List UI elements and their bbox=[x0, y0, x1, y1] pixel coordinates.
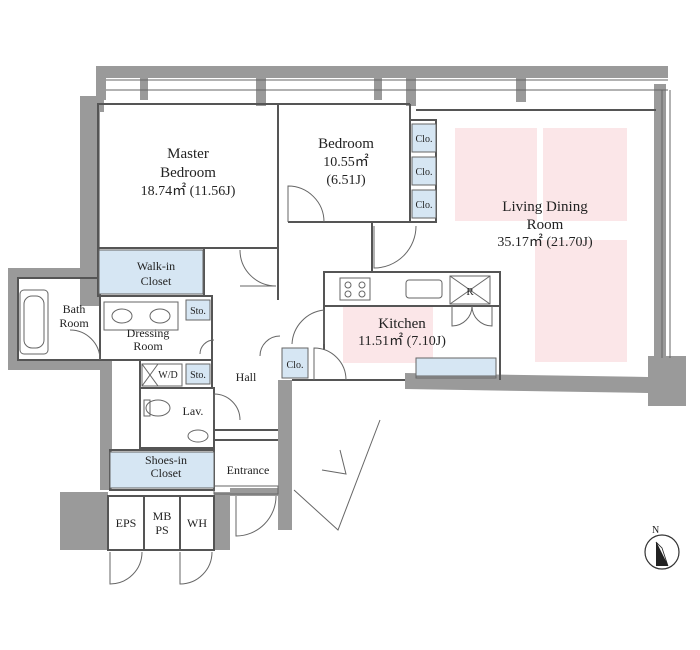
clo-label-4: Clo. bbox=[287, 360, 304, 371]
clo-label-2: Clo. bbox=[416, 167, 433, 178]
hall-label: Hall bbox=[236, 370, 257, 384]
living-name-2: Room bbox=[527, 217, 564, 233]
doors bbox=[69, 185, 493, 585]
dressing-label-2: Room bbox=[133, 339, 163, 353]
bedroom-name: Bedroom bbox=[318, 136, 374, 152]
kitchen-name: Kitchen bbox=[378, 316, 426, 332]
fridge-label: R bbox=[466, 286, 474, 298]
bath-label-2: Room bbox=[59, 316, 89, 330]
shoes-in-label-2: Closet bbox=[151, 466, 182, 480]
balcony-railing bbox=[106, 79, 671, 358]
wh-label: WH bbox=[187, 516, 207, 530]
kitchen-area: 11.51㎡ (7.10J) bbox=[358, 333, 446, 349]
entrance-label: Entrance bbox=[227, 463, 270, 477]
sto-label-2: Sto. bbox=[190, 370, 206, 381]
dressing-label-1: Dressing bbox=[127, 326, 170, 340]
compass: N bbox=[644, 525, 680, 570]
clo-label-3: Clo. bbox=[416, 200, 433, 211]
living-area: 35.17㎡ (21.70J) bbox=[497, 234, 593, 250]
wd-label: W/D bbox=[158, 370, 177, 381]
bedroom-area-1: 10.55㎡ bbox=[323, 154, 369, 170]
lav-label: Lav. bbox=[183, 404, 204, 418]
highlight-areas bbox=[343, 128, 627, 363]
walk-in-label-2: Closet bbox=[141, 274, 172, 288]
bath-label-1: Bath bbox=[63, 302, 86, 316]
sto-label-1: Sto. bbox=[190, 306, 206, 317]
mbps-label-2: PS bbox=[155, 523, 168, 537]
mbps-label-1: MB bbox=[153, 509, 172, 523]
clo-label-1: Clo. bbox=[416, 134, 433, 145]
compass-label: N bbox=[652, 525, 659, 536]
room-labels: Master Bedroom 18.74㎡ (11.56J) Bedroom 1… bbox=[59, 134, 593, 537]
living-name-1: Living Dining bbox=[502, 199, 588, 215]
master-bedroom-name-1: Master bbox=[167, 146, 209, 162]
master-bedroom-area: 18.74㎡ (11.56J) bbox=[141, 183, 236, 199]
bedroom-area-2: (6.51J) bbox=[326, 173, 366, 188]
shoes-in-label-1: Shoes-in bbox=[145, 453, 187, 467]
closet-fills bbox=[98, 123, 497, 489]
eps-label: EPS bbox=[116, 516, 137, 530]
fixtures bbox=[19, 275, 491, 443]
outer-walls bbox=[8, 66, 686, 550]
walk-in-label-1: Walk-in bbox=[137, 259, 175, 273]
master-bedroom-name-2: Bedroom bbox=[160, 165, 216, 181]
